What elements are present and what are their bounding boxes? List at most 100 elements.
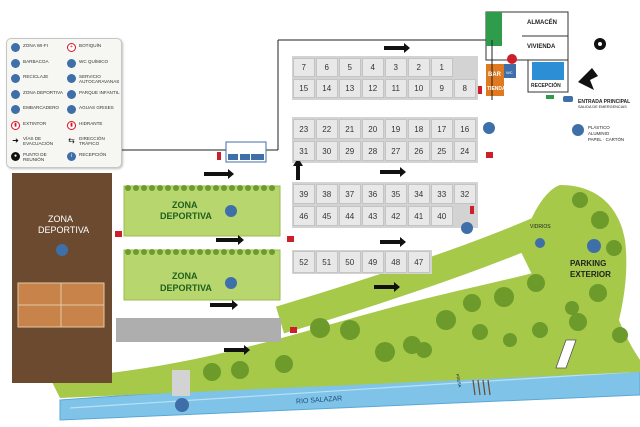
plot-3: 3 — [385, 58, 407, 77]
legend-item: ➜VÍAS DE EVACUACIÓN — [11, 136, 65, 146]
extinguisher-icon: ▮ — [11, 120, 20, 130]
plot-18: 18 — [408, 119, 430, 139]
plot-31: 31 — [293, 141, 315, 161]
plot-10: 10 — [408, 79, 430, 98]
hydrant-icon — [486, 152, 493, 158]
vivienda-label: VIVIENDA — [527, 44, 556, 50]
legend-label: SERVICIO AUTOCARAVANAS — [79, 74, 120, 84]
motorhome-service-icon — [67, 74, 76, 83]
first-aid-icon: + — [67, 43, 76, 52]
parking-exterior-label: EXTERIOR — [570, 270, 611, 279]
plot-32: 32 — [454, 184, 476, 204]
legend-item: ▮EXTINTOR — [11, 120, 65, 130]
papel-label: PAPEL · CARTÓN — [588, 137, 625, 142]
plot-34: 34 — [408, 184, 430, 204]
plot-9: 9 — [431, 79, 453, 98]
chemical-wc-icon — [67, 58, 76, 68]
sports-zone-2 — [123, 249, 281, 301]
legend-item: PARQUE INFANTIL — [67, 89, 121, 99]
traffic-arrows — [204, 43, 410, 355]
meeting-point-icon: ● — [11, 151, 20, 161]
recycle-icon — [572, 124, 584, 136]
plot-40: 40 — [431, 206, 453, 226]
plot-44: 44 — [339, 206, 361, 226]
legend-label: RECEPCIÓN — [79, 151, 107, 157]
tienda-label: TIENDA — [487, 86, 506, 92]
hydrant-icon — [115, 231, 122, 237]
legend-item: ●PUNTO DE REUNIÓN — [11, 151, 65, 162]
plot-37: 37 — [339, 184, 361, 204]
plastico-label: PLÁSTICO — [588, 125, 610, 130]
boat-icon — [175, 398, 189, 412]
plot-7: 7 — [293, 58, 315, 77]
plot-28: 28 — [362, 141, 384, 161]
grey-water-icon — [67, 105, 76, 114]
plot-19: 19 — [385, 119, 407, 139]
plot-24: 24 — [454, 141, 476, 161]
recycle-icon — [11, 74, 20, 83]
zona2-label-1: ZONA — [172, 271, 198, 281]
plot-4: 4 — [362, 58, 384, 77]
legend-label: DIRECCIÓN TRÁFICO — [79, 136, 105, 146]
zona-left-label-1: ZONA — [48, 214, 74, 224]
plot-35: 35 — [385, 184, 407, 204]
legend-label: EMBARCADERO — [23, 105, 59, 110]
plot-30: 30 — [316, 141, 338, 161]
grey-water-icon-2 — [461, 222, 473, 234]
legend-item: RECICLAJE — [11, 74, 65, 83]
vidrios-recycle-icon — [535, 238, 545, 248]
legend-label: BARBACOA — [23, 58, 49, 64]
legend-item: ZONA WI-FI — [11, 43, 65, 52]
plot-26: 26 — [408, 141, 430, 161]
plot-38: 38 — [316, 184, 338, 204]
aluminio-label: ALUMINIO — [588, 131, 610, 136]
car-icon — [563, 96, 573, 102]
plot-42: 42 — [385, 206, 407, 226]
parking-label: PARKING — [570, 259, 607, 268]
sports-zone-icon-left — [56, 244, 68, 256]
extinguisher-icon — [478, 86, 482, 94]
bar-label: BAR — [488, 72, 501, 78]
legend-item: BARBACOA — [11, 58, 65, 68]
legend-item: EMBARCADERO — [11, 105, 65, 114]
boat-icon — [11, 105, 20, 114]
legend-label: WC QUÍMICO — [79, 58, 109, 64]
left-sports-area — [12, 173, 112, 383]
legend-label: PUNTO DE REUNIÓN — [23, 151, 47, 162]
plot-33: 33 — [431, 184, 453, 204]
legend-item: AGUAS GRISES — [67, 105, 121, 114]
plot-21: 21 — [339, 119, 361, 139]
playground-icon — [67, 89, 76, 99]
plot-47: 47 — [408, 251, 430, 273]
trees — [203, 192, 628, 381]
plot-11: 11 — [385, 79, 407, 98]
plot-6: 6 — [316, 58, 338, 77]
plot-39: 39 — [293, 184, 315, 204]
legend-item: WC QUÍMICO — [67, 58, 121, 68]
parking-icon — [587, 239, 601, 253]
plot-14: 14 — [316, 79, 338, 98]
vidrios-label: VIDRIOS — [530, 224, 551, 230]
entrada-label: ENTRADA PRINCIPAL — [578, 99, 631, 105]
plot-27: 27 — [385, 141, 407, 161]
plot-25: 25 — [431, 141, 453, 161]
extinguisher-icon — [470, 206, 474, 214]
plot-48: 48 — [385, 251, 407, 273]
legend-label: ZONA WI-FI — [23, 43, 49, 48]
sports-zone-icon-2 — [225, 277, 237, 289]
legend-label: AGUAS GRISES — [79, 105, 114, 110]
legend-label: RECICLAJE — [23, 74, 49, 79]
sports-zone-icon-1 — [225, 205, 237, 217]
hydrant-icon — [290, 327, 297, 333]
hydrant-icon — [287, 236, 294, 242]
plot-41: 41 — [408, 206, 430, 226]
legend-item: ZONA DEPORTIVA — [11, 89, 65, 99]
first-aid-icon — [507, 54, 517, 64]
plot-8: 8 — [454, 79, 476, 98]
plot-16: 16 — [454, 119, 476, 139]
plot-52: 52 — [293, 251, 315, 273]
salida-label: SALIDA DE EMERGENCIAS — [578, 105, 627, 109]
legend-item: SERVICIO AUTOCARAVANAS — [67, 74, 121, 84]
